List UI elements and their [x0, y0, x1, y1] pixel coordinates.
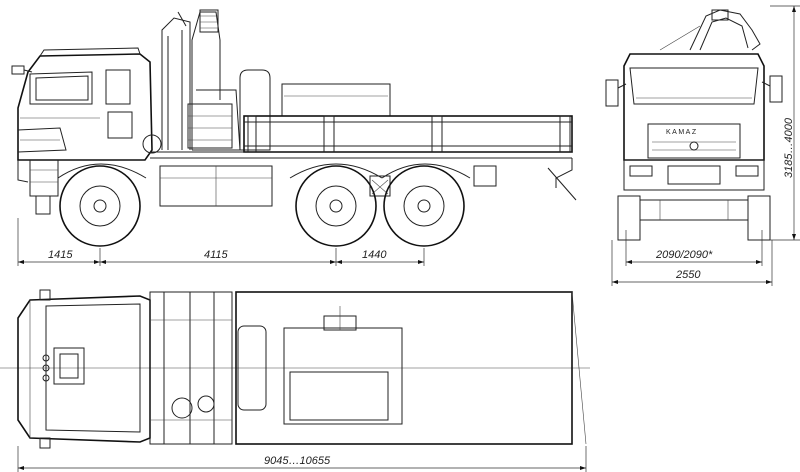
dim-wheelbase-front: 4115 [204, 249, 229, 261]
dim-overall-width: 2550 [675, 269, 701, 281]
side-platform [150, 83, 577, 207]
front-brand-logo: KAMAZ [666, 129, 698, 136]
top-view: 9045…10655 [0, 289, 590, 472]
dim-overall-height: 3185…4000 [783, 117, 795, 178]
dim-front-overhang: 1415 [48, 249, 73, 261]
dim-overall-length: 9045…10655 [264, 455, 331, 467]
side-wheels [57, 163, 471, 247]
side-dimensions [17, 218, 425, 266]
side-crane [142, 9, 271, 154]
dim-track: 2090/2090* [655, 249, 713, 261]
dim-wheelbase-rear: 1440 [362, 249, 387, 261]
front-view: KAMAZ 2090/2090* 2550 3185…4000 [605, 5, 800, 286]
side-view: 1415 4115 1440 [11, 9, 577, 266]
side-cab [11, 47, 153, 215]
